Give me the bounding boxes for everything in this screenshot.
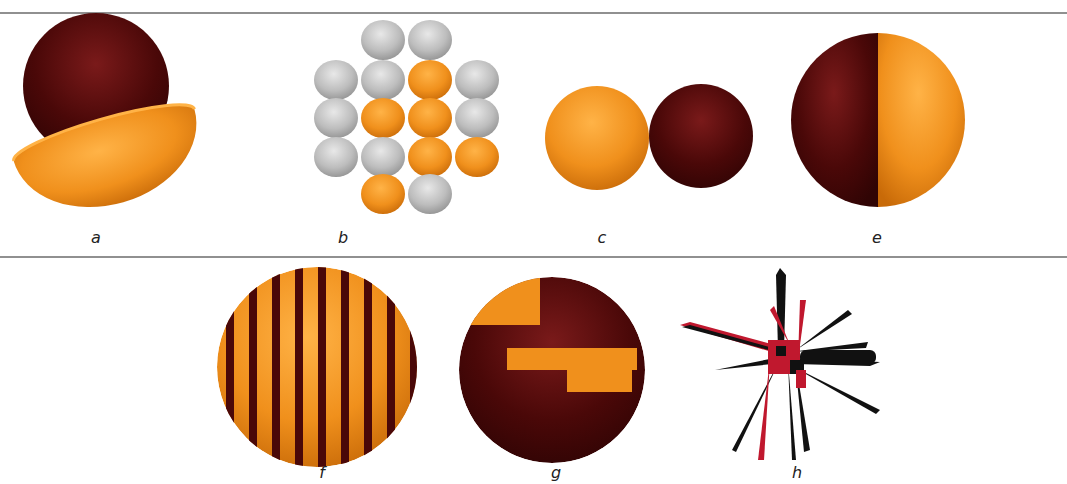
sphere xyxy=(314,137,358,177)
panel-label: b xyxy=(338,230,348,246)
stripe xyxy=(249,260,257,475)
sphere xyxy=(361,174,405,214)
sphere-grid xyxy=(314,20,499,214)
panel-label: c xyxy=(598,230,607,246)
sphere xyxy=(408,174,452,214)
stripe xyxy=(226,260,234,475)
sphere xyxy=(408,20,452,60)
panel-label: e xyxy=(872,230,882,246)
sphere xyxy=(314,98,358,138)
sphere xyxy=(455,60,499,100)
sphere xyxy=(545,86,649,190)
stripe xyxy=(341,260,349,475)
sphere xyxy=(455,98,499,138)
sphere xyxy=(361,60,405,100)
sphere xyxy=(408,60,452,100)
striped-sphere xyxy=(217,260,418,475)
stripe xyxy=(410,260,418,475)
panel-label: a xyxy=(91,230,101,246)
stripe xyxy=(272,260,280,475)
sphere xyxy=(408,137,452,177)
stripe xyxy=(387,260,395,475)
spiky-cluster xyxy=(680,268,880,460)
rule xyxy=(0,256,1067,257)
panel-label: h xyxy=(792,465,802,481)
sphere xyxy=(314,60,358,100)
panel-label: g xyxy=(551,465,561,481)
stripe xyxy=(364,260,372,475)
panel-label: f xyxy=(319,465,325,481)
sphere xyxy=(361,98,405,138)
sphere xyxy=(455,137,499,177)
rule xyxy=(0,12,1067,13)
sphere xyxy=(361,20,405,60)
patched-sphere xyxy=(455,270,645,463)
sphere-bowl xyxy=(9,13,213,228)
sphere xyxy=(649,84,753,188)
sphere xyxy=(408,98,452,138)
stripe xyxy=(295,260,303,475)
stripe xyxy=(318,260,326,475)
janus-sphere xyxy=(790,30,968,210)
sphere xyxy=(361,137,405,177)
